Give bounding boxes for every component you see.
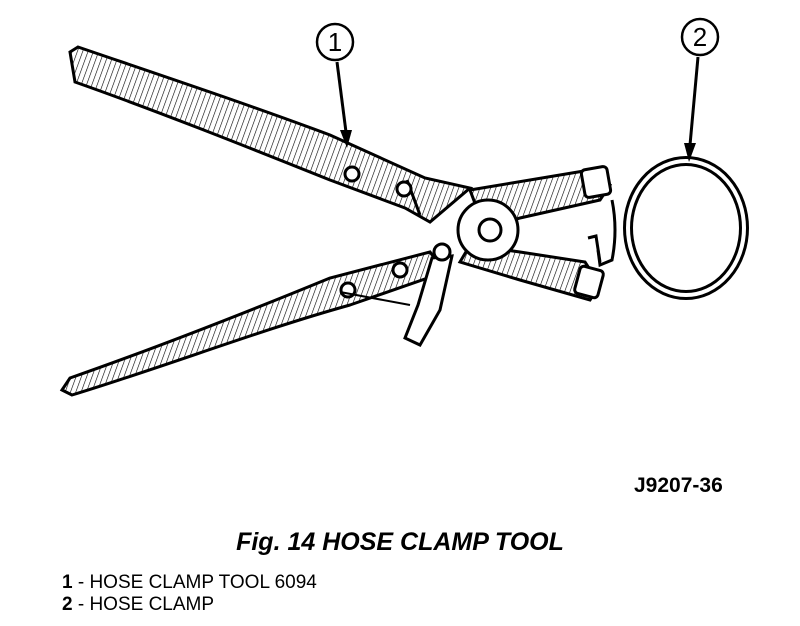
- legend-item-text: - HOSE CLAMP: [72, 594, 215, 615]
- callout-2: 2: [680, 17, 720, 162]
- upper-handle-rivet: [395, 180, 413, 198]
- hose-clamp-tool-illustration: 1 2: [59, 17, 749, 397]
- hose-clamp-tang: [596, 199, 617, 268]
- legend-item-number: 2: [62, 594, 73, 615]
- lower-jaw-tip: [573, 264, 605, 300]
- upper-handle-rivet: [343, 165, 361, 183]
- legend: 1 - HOSE CLAMP TOOL 6094 2 - HOSE CLAMP: [62, 572, 317, 616]
- lever-spring: [339, 291, 411, 306]
- legend-item: 1 - HOSE CLAMP TOOL 6094: [62, 572, 317, 594]
- figure-caption: Fig. 14 HOSE CLAMP TOOL: [236, 528, 564, 556]
- pivot-bolt: [477, 217, 503, 243]
- upper-handle: [68, 45, 474, 224]
- callout-1: 1: [315, 22, 355, 148]
- lower-handle: [59, 250, 448, 397]
- locking-lever: [403, 254, 454, 347]
- legend-item-number: 1: [62, 572, 73, 593]
- callout-1-number: 1: [328, 27, 342, 57]
- legend-item-text: - HOSE CLAMP TOOL 6094: [72, 572, 317, 593]
- lower-handle-rivet: [391, 261, 409, 279]
- legend-item: 2 - HOSE CLAMP: [62, 594, 317, 616]
- upper-jaw-tip: [579, 165, 613, 199]
- figure-reference-code: J9207-36: [634, 474, 723, 497]
- callout-2-number: 2: [693, 22, 707, 52]
